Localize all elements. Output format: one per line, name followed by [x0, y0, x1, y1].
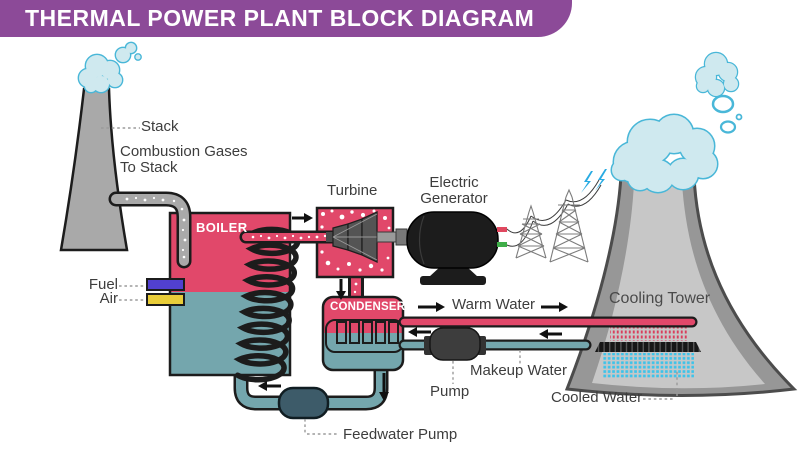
fuel-label: Fuel: [88, 276, 118, 293]
warm-water-label: Warm Water: [452, 296, 536, 313]
fuel-inlet: [146, 278, 185, 291]
circulation-pump: [424, 327, 486, 361]
cooled-water-label: Cooled Water: [551, 389, 643, 406]
air-inlet: [146, 293, 185, 306]
arrow-return-near-tower: [539, 329, 562, 339]
combustion-gas-pipe: [108, 191, 192, 269]
wire-terminal-green: [497, 242, 507, 247]
condenser-tubes: [325, 319, 404, 353]
turbine-label: Turbine: [327, 182, 378, 199]
transmission-tower-small: [515, 204, 547, 259]
condenser-label: CONDENSER: [330, 301, 406, 313]
stack: [59, 87, 129, 252]
feedwater-pump: [277, 386, 330, 420]
title-bar: THERMAL POWER PLANT BLOCK DIAGRAM: [0, 0, 572, 37]
page-title: THERMAL POWER PLANT BLOCK DIAGRAM: [25, 5, 535, 31]
cooling-tower-label: Cooling Tower: [609, 290, 711, 307]
arrow-warm-water-left: [418, 302, 445, 312]
turbine-blades-icon: [326, 210, 408, 264]
arrow-return-near-condenser: [408, 327, 431, 337]
fill-baffles: [595, 342, 701, 352]
makeup-water-label: Makeup Water: [470, 362, 567, 379]
air-label: Air: [99, 290, 118, 307]
feedwater-pump-label: Feedwater Pump: [343, 426, 458, 443]
transmission-towers: [515, 188, 589, 263]
electric-generator-label: Electric Generator: [420, 174, 488, 208]
transmission-tower-large: [549, 188, 589, 263]
cooling-tower: [564, 174, 798, 397]
warm-water-spray: [610, 325, 688, 341]
arrow-turbine-to-condenser: [336, 279, 346, 300]
steam-pipe: [239, 230, 345, 244]
pump-label: Pump: [430, 383, 470, 400]
boiler-label: BOILER: [196, 220, 248, 235]
arrow-warm-water-right: [541, 302, 568, 312]
power-lines: [506, 179, 602, 247]
stack-label: Stack: [141, 118, 179, 135]
leader-lines: [101, 127, 678, 435]
electric-generator: [406, 211, 507, 285]
combustion-gases-label: Combustion Gases To Stack: [120, 143, 248, 177]
flue-gas-dots: [125, 196, 187, 259]
arrow-boiler-to-turbine: [292, 213, 313, 223]
arrow-condenser-down: [379, 373, 389, 401]
arrow-feedwater-left: [258, 381, 281, 391]
boiler-coil: [233, 226, 301, 383]
lightning-icon: [581, 169, 607, 193]
stack-smoke-icon: [77, 41, 142, 94]
cooled-water-pool: [603, 353, 694, 378]
cooling-tower-vapor-icon: [610, 51, 743, 194]
wire-terminal-red: [497, 227, 507, 232]
flow-arrows: [258, 213, 568, 401]
condenser: [321, 295, 405, 372]
